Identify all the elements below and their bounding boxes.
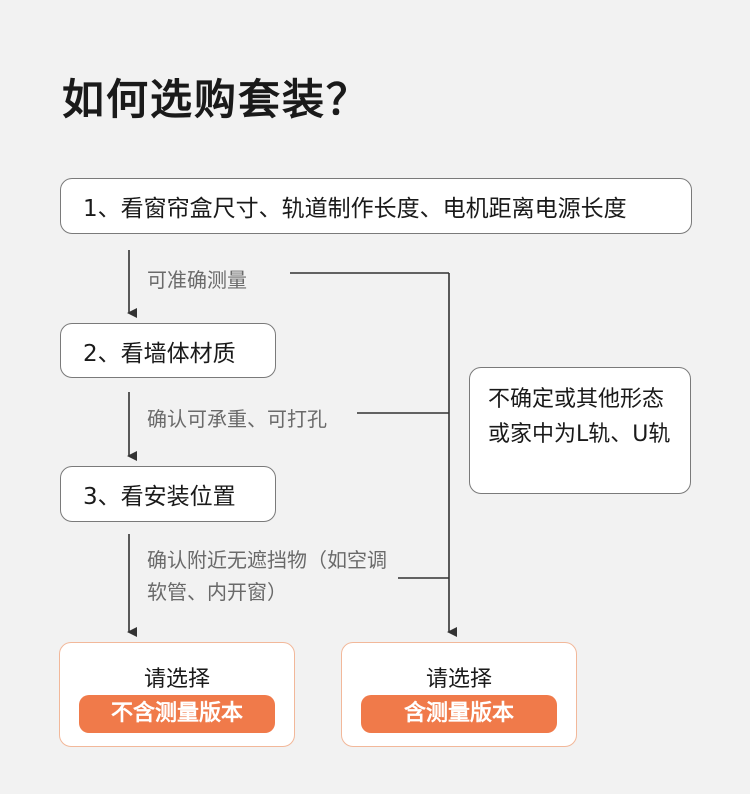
option-button-with-measure[interactable]: 含测量版本 [361,695,557,733]
choice-prompt-right: 请选择 [425,667,492,692]
choice-card-without-measure: 请选择 不含测量版本 [59,642,295,747]
step-box-2: 2、看墙体材质 [60,323,276,378]
page-title: 如何选购套装？ [62,75,371,124]
step-box-3: 3、看安装位置 [60,466,276,522]
condition-label-3: 确认附近无遮挡物（如空调软管、内开窗） [147,548,387,604]
condition-label-2: 确认可承重、可打孔 [147,407,327,431]
condition-label-1: 可准确测量 [147,268,247,292]
option-button-without-measure[interactable]: 不含测量版本 [79,695,275,733]
step-box-1: 1、看窗帘盒尺寸、轨道制作长度、电机距离电源长度 [60,178,692,234]
choice-card-with-measure: 请选择 含测量版本 [341,642,577,747]
uncertain-note-box: 不确定或其他形态或家中为L轨、U轨 [469,367,691,494]
choice-prompt-left: 请选择 [143,667,210,692]
